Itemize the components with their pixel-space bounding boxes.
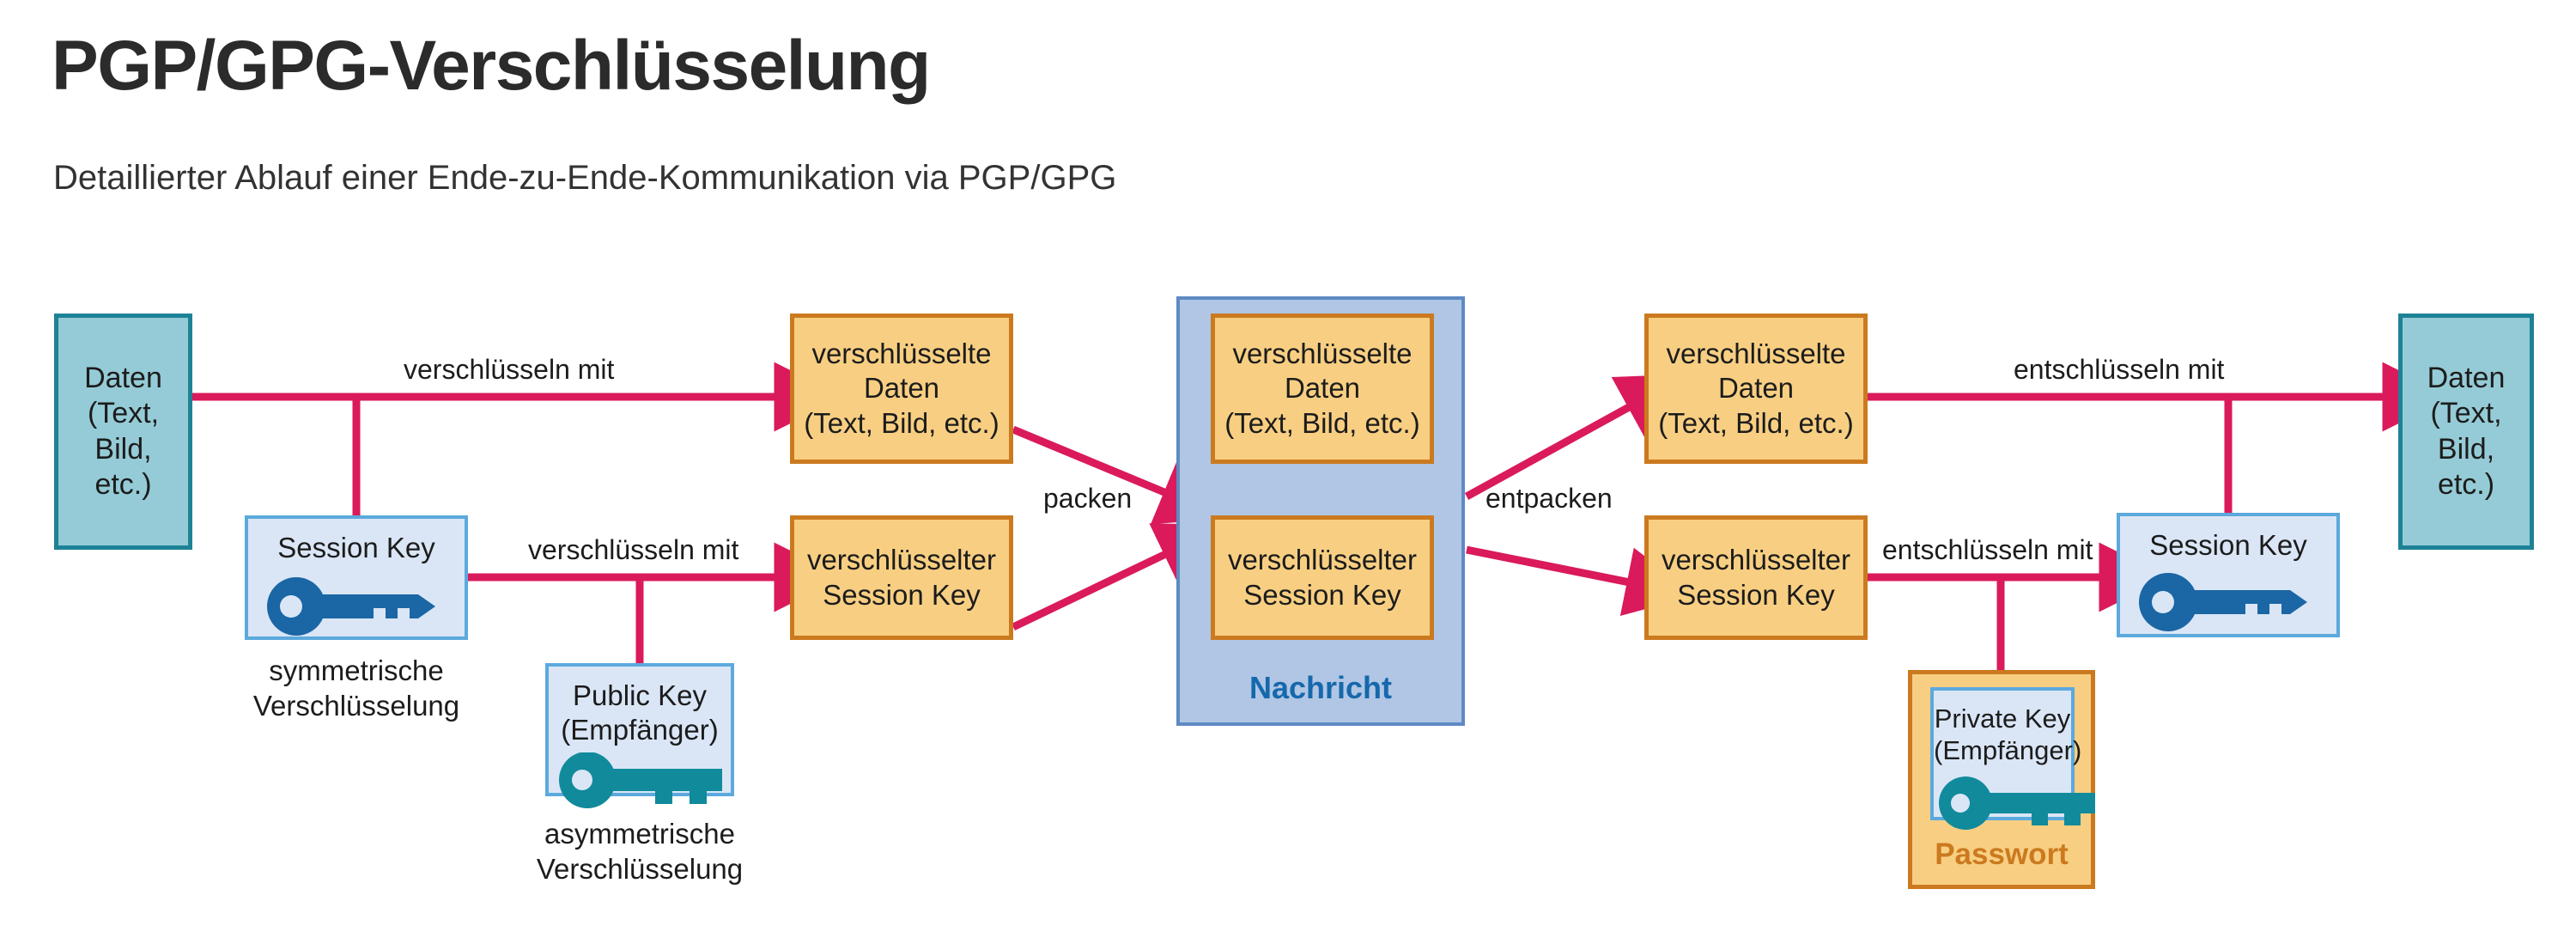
node-data-source[interactable]: Daten (Text, Bild, etc.) [54, 314, 192, 550]
node-encrypted-data-right[interactable]: verschlüsselte Daten (Text, Bild, etc.) [1644, 314, 1868, 464]
node-encrypted-session-key-left-label: verschlüsselter Session Key [806, 544, 997, 611]
message-panel-title: Nachricht [1249, 670, 1393, 705]
node-public-key-label: Public Key (Empfänger) [561, 679, 719, 746]
node-data-target[interactable]: Daten (Text, Bild, etc.) [2398, 314, 2534, 550]
node-encrypted-data-right-label: verschlüsselte Daten (Text, Bild, etc.) [1658, 338, 1854, 439]
node-encrypted-session-key-right[interactable]: verschlüsselter Session Key [1644, 515, 1868, 640]
private-key-password-badge: Passwort [1935, 837, 2069, 871]
node-encrypted-session-key-right-label: verschlüsselter Session Key [1661, 544, 1851, 611]
node-encrypted-data-left[interactable]: verschlüsselte Daten (Text, Bild, etc.) [790, 314, 1013, 464]
node-private-key-label: Private Key (Empfänger) [1934, 703, 2082, 766]
node-data-target-label: Daten (Text, Bild, etc.) [2427, 361, 2506, 501]
node-message-encrypted-session-key-label: verschlüsselter Session Key [1227, 544, 1418, 611]
node-public-key[interactable]: Public Key (Empfänger) [545, 663, 734, 808]
node-encrypted-data-left-label: verschlüsselte Daten (Text, Bild, etc.) [804, 338, 999, 439]
key-icon [1939, 777, 2095, 830]
node-message-encrypted-data[interactable]: verschlüsselte Daten (Text, Bild, etc.) [1211, 314, 1434, 464]
edge-label-unpack: entpacken [1485, 483, 1613, 514]
node-message-encrypted-session-key[interactable]: verschlüsselter Session Key [1211, 515, 1434, 640]
node-session-key-left[interactable]: Session Key [245, 515, 468, 640]
caption-symmetric-encryption: symmetrische Verschlüsselung [252, 655, 460, 722]
node-private-key[interactable]: Private Key (Empfänger) [1930, 687, 2095, 830]
key-icon [559, 752, 722, 808]
node-message-encrypted-data-label: verschlüsselte Daten (Text, Bild, etc.) [1224, 338, 1420, 439]
node-session-key-right-label: Session Key [2149, 529, 2307, 561]
node-session-key-right[interactable]: Session Key [2117, 513, 2340, 637]
edge-label-encrypt-session-key: verschlüsseln mit [528, 534, 739, 565]
edge-label-decrypt-session-key: entschlüsseln mit [1882, 534, 2093, 565]
edge-label-decrypt-data: entschlüsseln mit [2014, 354, 2225, 385]
key-icon [2139, 573, 2307, 631]
caption-asymmetric-encryption: asymmetrische Verschlüsselung [536, 818, 744, 886]
node-encrypted-session-key-left[interactable]: verschlüsselter Session Key [790, 515, 1013, 640]
edge-label-pack: packen [1043, 483, 1133, 514]
page-title: PGP/GPG-Verschlüsselung [52, 27, 931, 105]
node-data-source-label: Daten (Text, Bild, etc.) [84, 361, 162, 501]
node-session-key-left-label: Session Key [277, 532, 435, 563]
edge-label-encrypt-data: verschlüsseln mit [404, 354, 615, 385]
page-subtitle: Detaillierter Ablauf einer Ende-zu-Ende-… [53, 159, 1117, 197]
key-icon [267, 577, 435, 636]
